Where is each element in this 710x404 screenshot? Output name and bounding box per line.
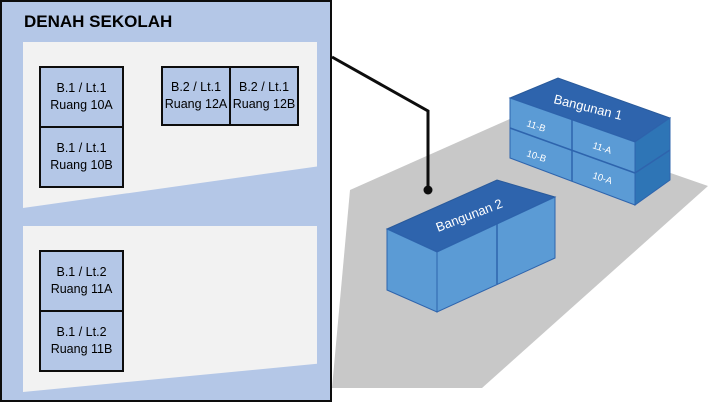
room-name-label: Ruang 11A	[50, 282, 113, 296]
room-name-label: Ruang 10A	[50, 98, 113, 112]
room-name-label: Ruang 12A	[164, 97, 228, 111]
connector-line	[331, 55, 430, 190]
room-building-label: B.1 / Lt.1	[56, 141, 107, 155]
connector-dot	[423, 185, 433, 195]
room-12a[interactable]: B.2 / Lt.1 Ruang 12A	[161, 66, 231, 126]
room-name-label: Ruang 11B	[50, 342, 113, 356]
room-building-label: B.1 / Lt.2	[56, 325, 107, 339]
room-building-label: B.1 / Lt.2	[56, 265, 107, 279]
building-2-side-wall	[436, 196, 556, 313]
room-building-label: B.1 / Lt.1	[56, 81, 107, 95]
room-building-label: B.2 / Lt.1	[170, 80, 222, 94]
room-12b[interactable]: B.2 / Lt.1 Ruang 12B	[229, 66, 299, 126]
room-10b[interactable]: B.1 / Lt.1 Ruang 10B	[39, 126, 124, 188]
map-title: DENAH SEKOLAH	[24, 12, 173, 31]
room-name-label: Ruang 10B	[50, 158, 113, 172]
room-building-label: B.2 / Lt.1	[238, 80, 290, 94]
room-10a[interactable]: B.1 / Lt.1 Ruang 10A	[39, 66, 124, 128]
room-11b[interactable]: B.1 / Lt.2 Ruang 11B	[39, 310, 124, 372]
building-1[interactable]: Bangunan 1 11-B 11-A 10-B 10-A	[508, 77, 672, 206]
room-11a[interactable]: B.1 / Lt.2 Ruang 11A	[39, 250, 124, 312]
room-name-label: Ruang 12B	[232, 97, 296, 111]
